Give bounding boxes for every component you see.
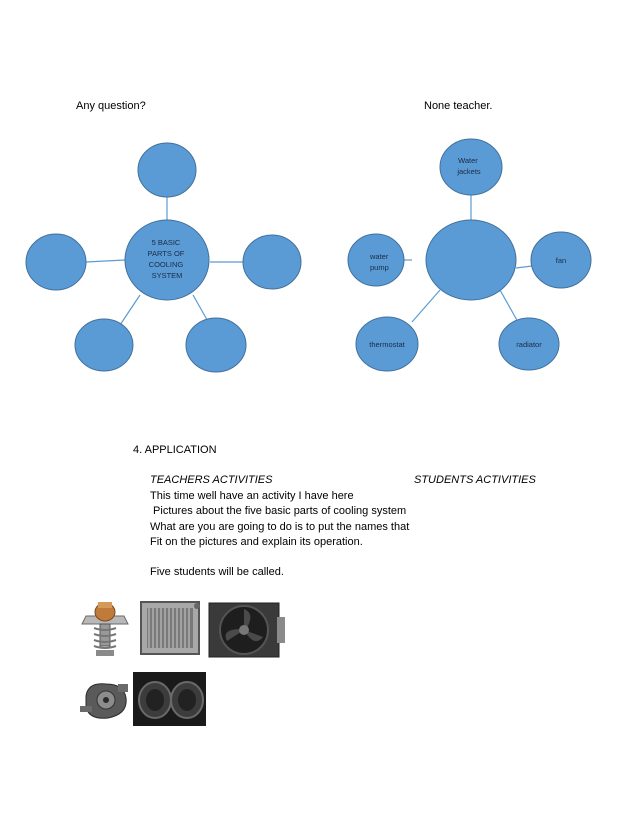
thermostat-photo [76, 594, 134, 662]
activity-line-1: This time well have an activity I have h… [150, 490, 354, 502]
students-activities-heading: STUDENTS ACTIVITIES [414, 474, 536, 486]
left-top-node [137, 142, 197, 198]
left-center-line-4: SYSTEM [152, 271, 183, 280]
application-heading: 4. APPLICATION [133, 444, 217, 456]
right-top-label: Water jackets [456, 156, 481, 176]
right-top-node [439, 138, 503, 196]
right-center-node [425, 219, 517, 301]
activity-line-3: What are you are going to do is to put t… [150, 521, 410, 533]
left-bottom-right-node [185, 317, 247, 373]
right-left-node [347, 233, 405, 287]
left-center-line-3: COOLING [149, 260, 184, 269]
right-left-line-2: pump [370, 263, 389, 272]
teachers-activities-heading: TEACHERS ACTIVITIES [150, 474, 273, 486]
left-right-node [242, 234, 302, 290]
left-center-line-1: 5 BASIC [152, 238, 181, 247]
right-top-line-1: Water [458, 156, 478, 165]
cooling-system-diagrams: 5 BASIC PARTS OF COOLING SYSTEM Water ja… [25, 138, 592, 373]
radiator-photo [137, 596, 203, 660]
right-top-line-2: jackets [456, 167, 481, 176]
closing-line: Five students will be called. [150, 566, 284, 578]
right-left-line-1: water [369, 252, 389, 261]
left-left-node [25, 233, 87, 291]
fan-photo [203, 597, 289, 663]
right-right-label: fan [556, 256, 566, 265]
activity-line-2: Pictures about the five basic parts of c… [150, 505, 407, 517]
right-bottom-left-node [355, 316, 419, 372]
right-bottom-right-node [498, 317, 560, 371]
left-connectors [85, 196, 244, 326]
right-left-label: water pump [369, 252, 390, 272]
water-jacket-photo [133, 672, 206, 726]
answer-text: None teacher. [424, 100, 493, 112]
right-bottom-right-label: radiator [516, 340, 542, 349]
water-pump-photo [78, 676, 134, 726]
activity-line-4: Fit on the pictures and explain its oper… [150, 536, 363, 548]
left-center-line-2: PARTS OF [148, 249, 185, 258]
right-bottom-left-label: thermostat [369, 340, 405, 349]
left-center-node [124, 219, 210, 301]
left-bottom-left-node [74, 318, 134, 372]
left-center-label: 5 BASIC PARTS OF COOLING SYSTEM [148, 238, 187, 280]
right-connectors [402, 195, 533, 323]
question-text: Any question? [76, 100, 146, 112]
right-right-node [530, 231, 592, 289]
